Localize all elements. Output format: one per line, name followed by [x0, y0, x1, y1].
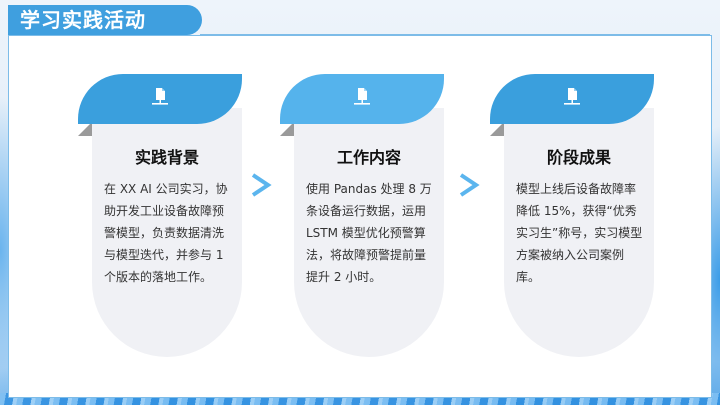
card-body: [504, 108, 654, 357]
page-title: 学习实践活动: [8, 5, 202, 35]
header-divider: [200, 34, 710, 35]
card-header: [490, 74, 654, 124]
card-header: [78, 74, 242, 124]
card-text: 在 XX AI 公司实习，协助开发工业设备故障预警模型，负责数据清洗与模型迭代，…: [104, 182, 228, 284]
card-fold-shadow: [78, 122, 92, 136]
card-fold-shadow: [490, 122, 504, 136]
card-fold-shadow: [280, 122, 294, 136]
document-network-icon: [149, 86, 171, 112]
chevron-right-icon: [251, 173, 272, 197]
card-body: [92, 108, 242, 357]
chevron-right-icon: [459, 173, 480, 197]
card-heading: 实践背景: [134, 148, 199, 167]
card-work-content: 工作内容 使用 Pandas 处理 8 万条设备运行数据，运用 LSTM 模型优…: [272, 74, 466, 357]
card-text: 使用 Pandas 处理 8 万条设备运行数据，运用 LSTM 模型优化预警算法…: [306, 182, 432, 284]
card-heading: 阶段成果: [546, 148, 611, 167]
card-text: 模型上线后设备故障率降低 15%，获得“优秀实习生”称号，实习模型方案被纳入公司…: [516, 182, 643, 284]
card-header: [280, 74, 444, 124]
card-body: [294, 108, 444, 357]
card-practice-background: 实践背景 在 XX AI 公司实习，协助开发工业设备故障预警模型，负责数据清洗与…: [70, 74, 264, 357]
document-network-icon: [561, 86, 583, 112]
card-stage-results: 阶段成果 模型上线后设备故障率降低 15%，获得“优秀实习生”称号，实习模型方案…: [482, 74, 676, 357]
card-heading: 工作内容: [336, 148, 401, 167]
document-network-icon: [351, 86, 373, 112]
